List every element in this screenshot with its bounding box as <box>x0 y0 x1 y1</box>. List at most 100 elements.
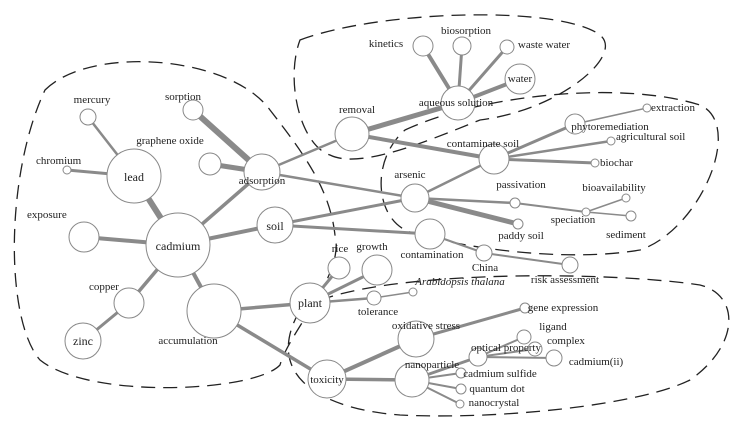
node-contaminate-soil[interactable] <box>478 143 510 175</box>
node-cadmium-sulfide[interactable] <box>455 367 467 379</box>
node-phytoremediation[interactable] <box>564 113 586 135</box>
label-cadmium: cadmium <box>156 239 201 253</box>
label-china: China <box>472 262 498 274</box>
node-biochar[interactable] <box>590 158 600 168</box>
edge-passivation-speciation <box>514 202 587 213</box>
label-complex: complex <box>547 335 585 347</box>
label-adsorption: adsorption <box>239 175 286 187</box>
node-toxicity[interactable] <box>307 359 347 399</box>
node-optical-property[interactable] <box>468 347 488 367</box>
node-rice[interactable] <box>327 256 351 280</box>
label-arsenic: arsenic <box>394 169 425 181</box>
label-kinetics: kinetics <box>369 38 403 50</box>
node-extraction[interactable] <box>642 103 652 113</box>
label-extraction: extraction <box>651 102 695 114</box>
label-exposure: exposure <box>27 209 67 221</box>
label-cadmium-ii: cadmium(ii) <box>569 356 624 368</box>
edge-contaminate-soil-agricultural-soil <box>492 139 613 161</box>
node-sediment[interactable] <box>625 210 637 222</box>
node-biosorption[interactable] <box>452 36 472 56</box>
label-bioavailability: bioavailability <box>582 182 646 194</box>
node-plant[interactable] <box>289 282 331 324</box>
node-kinetics[interactable] <box>412 35 434 57</box>
label-tolerance: tolerance <box>358 306 398 318</box>
node-growth[interactable] <box>361 254 393 286</box>
label-cadmium-sulfide: cadmium sulfide <box>463 368 537 380</box>
edge-china-risk-assessment <box>483 252 571 266</box>
label-nanoparticle: nanoparticle <box>405 359 459 371</box>
cluster-outlines <box>13 14 730 417</box>
label-contamination: contamination <box>401 249 464 261</box>
node-ligand[interactable] <box>516 329 532 345</box>
node-sorption[interactable] <box>182 99 204 121</box>
label-biochar: biochar <box>600 157 633 169</box>
label-zinc: zinc <box>73 334 93 348</box>
cluster-soil-remediation <box>380 91 719 256</box>
node-cadmium[interactable] <box>145 212 211 278</box>
node-arabidopsis-thalana[interactable] <box>408 287 418 297</box>
label-quantum-dot: quantum dot <box>469 383 524 395</box>
node-zinc[interactable] <box>64 322 102 360</box>
label-paddy-soil: paddy soil <box>498 230 544 242</box>
node-agricultural-soil[interactable] <box>606 136 616 146</box>
node-accumulation[interactable] <box>186 283 242 339</box>
node-contamination[interactable] <box>414 218 446 250</box>
node-graphene-oxide[interactable] <box>198 152 222 176</box>
node-cadmium-ii[interactable] <box>545 349 563 367</box>
node-mercury[interactable] <box>79 108 97 126</box>
label-phytoremediation: phytoremediation <box>571 121 649 133</box>
node-arsenic[interactable] <box>400 183 430 213</box>
node-soil[interactable] <box>256 206 294 244</box>
network-nodes <box>62 35 652 409</box>
node-tolerance[interactable] <box>366 290 382 306</box>
network-labels: cadmiumleadmercurychromiumsorptiongraphe… <box>27 25 695 409</box>
node-complex[interactable] <box>527 341 543 357</box>
node-chromium[interactable] <box>62 165 72 175</box>
label-toxicity: toxicity <box>310 374 344 386</box>
label-passivation: passivation <box>496 179 546 191</box>
node-gene-expression[interactable] <box>519 302 531 314</box>
node-risk-assessment[interactable] <box>561 256 579 274</box>
label-ligand: ligand <box>539 321 567 333</box>
label-agricultural-soil: agricultural soil <box>616 131 685 143</box>
edge-soil-contamination <box>273 223 432 236</box>
edge-contaminate-soil-biochar <box>492 157 597 165</box>
label-soil: soil <box>266 219 284 233</box>
node-speciation[interactable] <box>581 207 591 217</box>
label-water: water <box>508 73 533 85</box>
node-nanoparticle[interactable] <box>394 362 430 398</box>
node-copper[interactable] <box>113 287 145 319</box>
label-plant: plant <box>298 296 323 310</box>
node-exposure[interactable] <box>68 221 100 253</box>
label-mercury: mercury <box>74 94 111 106</box>
label-optical-property: optical property <box>471 342 541 354</box>
label-speciation: speciation <box>551 214 596 226</box>
node-lead[interactable] <box>106 148 162 204</box>
label-sediment: sediment <box>606 229 646 241</box>
edge-arsenic-passivation <box>413 196 517 205</box>
node-passivation[interactable] <box>509 197 521 209</box>
node-nanocrystal[interactable] <box>455 399 465 409</box>
edge-speciation-bioavailability <box>585 197 627 213</box>
node-paddy-soil[interactable] <box>512 218 524 230</box>
cluster-aqueous-solution <box>293 14 607 160</box>
node-china[interactable] <box>475 244 493 262</box>
label-nanocrystal: nanocrystal <box>469 397 520 409</box>
edge-optical-property-complex <box>477 348 536 358</box>
edge-optical-property-cadmium-ii <box>477 356 555 359</box>
label-oxidative-stress: oxidative stress <box>392 320 460 332</box>
node-adsorption[interactable] <box>243 153 281 191</box>
node-removal[interactable] <box>334 116 370 152</box>
label-arabidopsis-thalana: Arabidopsis thalana <box>414 276 505 288</box>
node-bioavailability[interactable] <box>621 193 631 203</box>
node-water[interactable] <box>504 63 536 95</box>
label-sorption: sorption <box>165 91 202 103</box>
label-risk-assessment: risk assessment <box>531 274 599 286</box>
edge-oxidative-stress-gene-expression <box>414 306 527 341</box>
node-quantum-dot[interactable] <box>455 383 467 395</box>
node-waste-water[interactable] <box>499 39 515 55</box>
node-oxidative-stress[interactable] <box>397 320 435 358</box>
label-rice: rice <box>332 243 349 255</box>
node-aqueous-solution[interactable] <box>440 85 476 121</box>
label-copper: copper <box>89 281 119 293</box>
